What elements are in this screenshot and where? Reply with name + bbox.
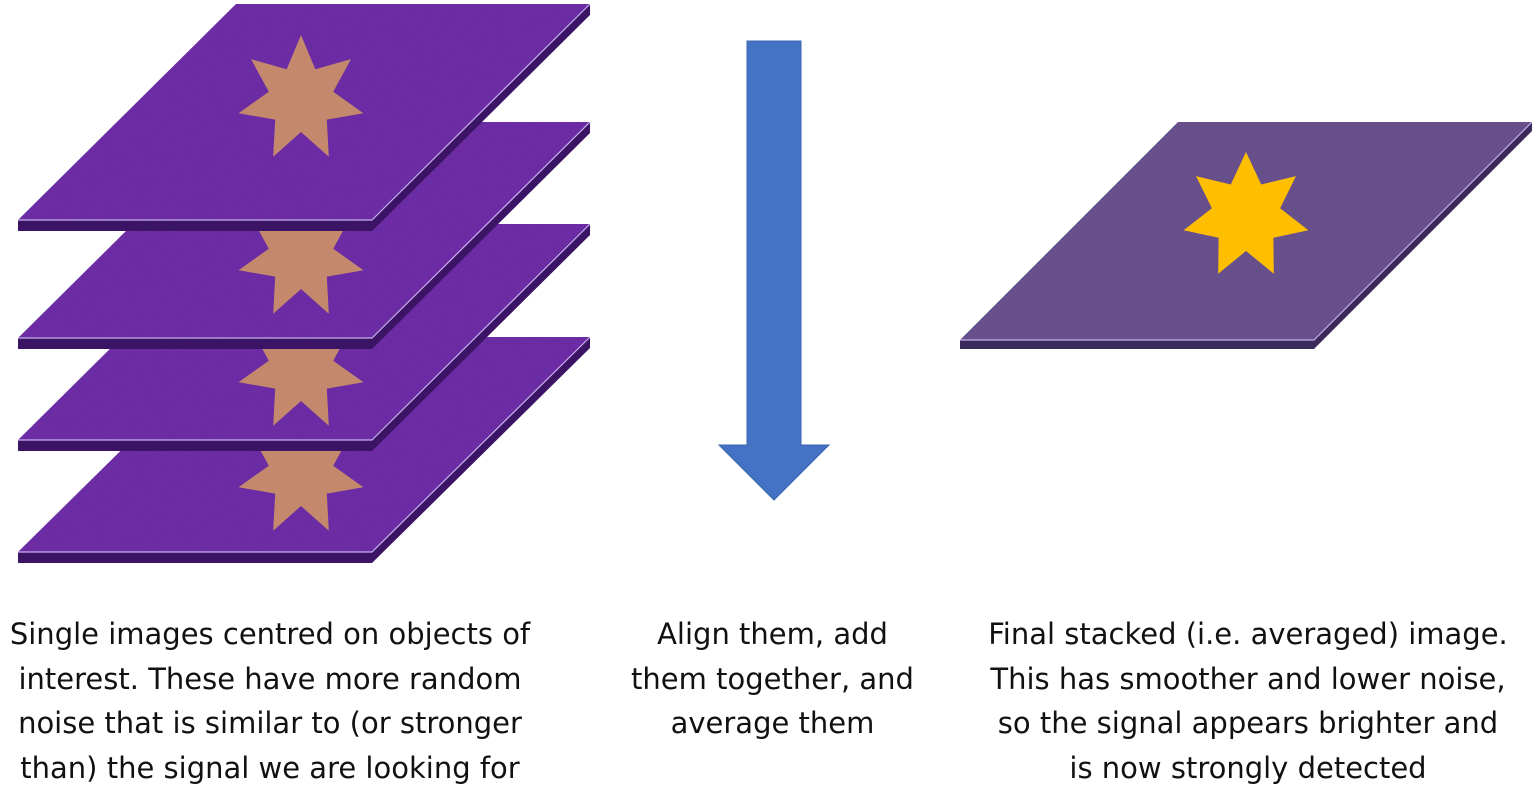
align-average-caption: Align them, add them together, and avera… bbox=[600, 612, 945, 746]
caption-line: noise that is similar to (or stronger bbox=[0, 701, 540, 746]
down-arrow-icon bbox=[719, 41, 829, 500]
caption-line: them together, and bbox=[600, 657, 945, 702]
plate-front-edge bbox=[960, 340, 1314, 349]
plate-front-edge bbox=[18, 440, 372, 451]
align-add-average-arrow bbox=[719, 41, 829, 500]
plate-front-edge bbox=[18, 220, 372, 231]
stacked-image-caption: Final stacked (i.e. averaged) image. Thi… bbox=[960, 612, 1536, 790]
noisy-image-stack bbox=[18, 4, 590, 563]
plate-front-edge bbox=[18, 338, 372, 349]
caption-line: than) the signal we are looking for bbox=[0, 746, 540, 790]
final-stacked-image bbox=[960, 122, 1532, 349]
caption-line: This has smoother and lower noise, bbox=[960, 657, 1536, 702]
caption-line: so the signal appears brighter and bbox=[960, 701, 1536, 746]
stacked-image-plate bbox=[960, 122, 1532, 349]
caption-line: Align them, add bbox=[600, 612, 945, 657]
caption-line: Single images centred on objects of bbox=[0, 612, 540, 657]
plate-front-edge bbox=[18, 552, 372, 563]
stacking-diagram bbox=[0, 0, 1536, 590]
caption-line: is now strongly detected bbox=[960, 746, 1536, 790]
caption-line: interest. These have more random bbox=[0, 657, 540, 702]
caption-line: Final stacked (i.e. averaged) image. bbox=[960, 612, 1536, 657]
caption-line: average them bbox=[600, 701, 945, 746]
single-images-caption: Single images centred on objects of inte… bbox=[0, 612, 540, 790]
